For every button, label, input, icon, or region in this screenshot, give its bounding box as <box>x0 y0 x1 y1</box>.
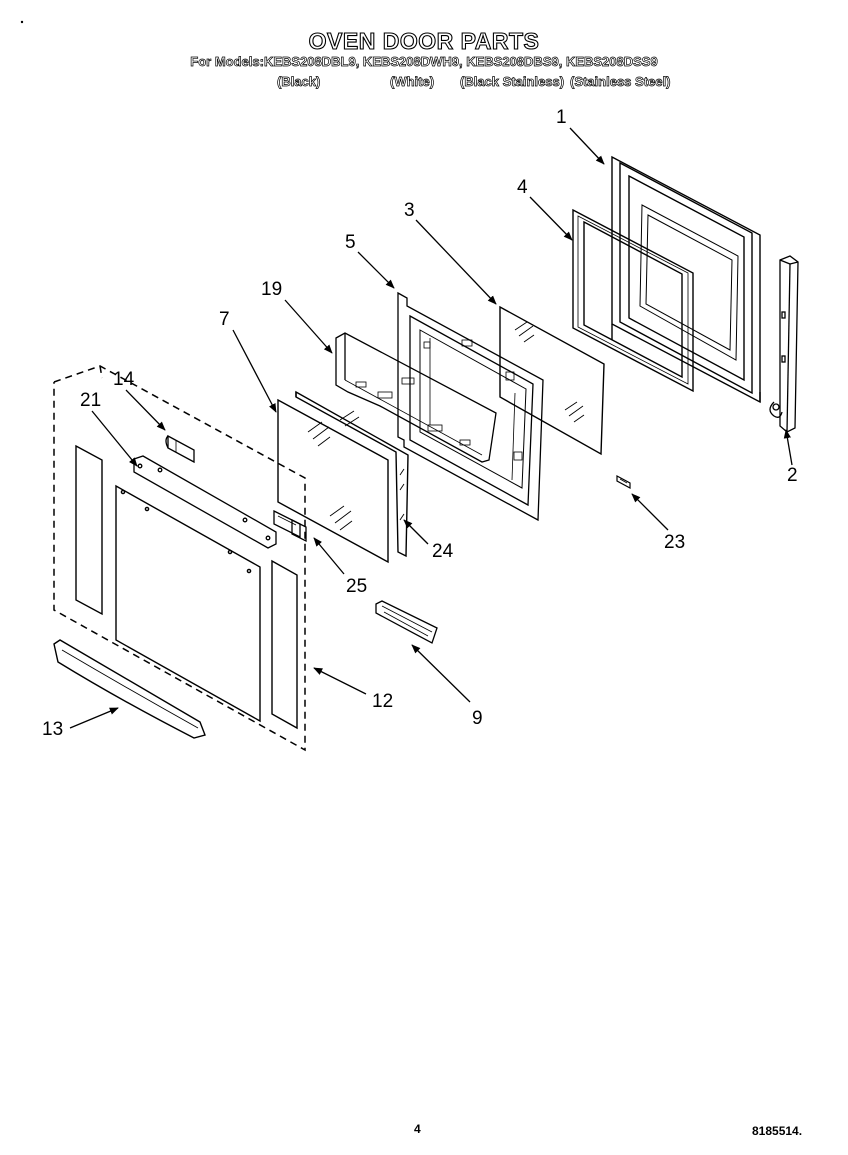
variant-stainless-steel: (Stainless Steel) <box>570 74 671 90</box>
part-12-outer-door-assembly <box>53 365 306 752</box>
page-title: OVEN DOOR PARTS <box>308 27 540 54</box>
part-5-inner-frame <box>397 291 544 522</box>
variant-white: (White) <box>390 74 435 90</box>
callout-12: 12 <box>372 691 394 712</box>
arrow-4 <box>529 196 573 241</box>
part-9-handle-insert <box>375 600 438 644</box>
part-23-small-clip <box>616 474 631 490</box>
arrow-5 <box>357 251 395 289</box>
part-2-hinge <box>769 255 799 433</box>
callout-13: 13 <box>42 719 64 740</box>
callout-3: 3 <box>404 200 415 221</box>
arrow-21 <box>91 410 138 467</box>
part-25-latch-bracket <box>273 509 307 543</box>
outer-door-panel <box>75 444 298 730</box>
callout-7: 7 <box>219 309 230 330</box>
callout-4: 4 <box>517 177 528 198</box>
arrow-9 <box>411 644 471 703</box>
arrow-2 <box>783 429 793 466</box>
callout-24: 24 <box>432 541 454 562</box>
part-19-baffle <box>335 332 497 463</box>
part-3-glass-panel <box>499 305 605 456</box>
part-14-clip <box>165 434 195 464</box>
callout-23: 23 <box>664 532 686 553</box>
arrow-13 <box>69 707 119 729</box>
part-4-gasket <box>572 208 694 393</box>
callout-19: 19 <box>261 279 283 300</box>
callout-1: 1 <box>556 107 567 128</box>
callout-21: 21 <box>80 390 102 411</box>
arrow-7 <box>232 329 277 413</box>
arrow-12 <box>313 667 367 695</box>
callout-14: 14 <box>113 369 135 390</box>
callout-5: 5 <box>345 232 356 253</box>
callout-2: 2 <box>787 465 798 486</box>
part-1-door-frame <box>611 155 761 404</box>
model-list: For Models:KEBS208DBL9, KEBS208DWH9, KEB… <box>190 54 658 70</box>
arrow-19 <box>284 299 333 354</box>
callout-25: 25 <box>346 576 368 597</box>
part-21-top-trim <box>133 455 277 549</box>
part-7-door-glass <box>277 398 389 564</box>
stray-dot <box>20 20 24 24</box>
variant-black-stainless: (Black Stainless) <box>460 74 565 90</box>
leader-arrows <box>69 127 793 729</box>
page-number: 4 <box>414 1122 421 1136</box>
arrow-24 <box>403 519 429 545</box>
arrow-3 <box>415 219 497 305</box>
arrow-1 <box>569 127 605 165</box>
part-24-glass-assembly <box>295 390 409 558</box>
variant-black: (Black) <box>277 74 321 90</box>
arrow-23 <box>631 493 669 531</box>
part-13-bottom-trim <box>53 639 206 739</box>
arrow-25 <box>313 537 345 575</box>
arrow-14 <box>125 389 166 431</box>
document-number: 8185514. <box>752 1124 803 1138</box>
callout-9: 9 <box>472 708 483 729</box>
